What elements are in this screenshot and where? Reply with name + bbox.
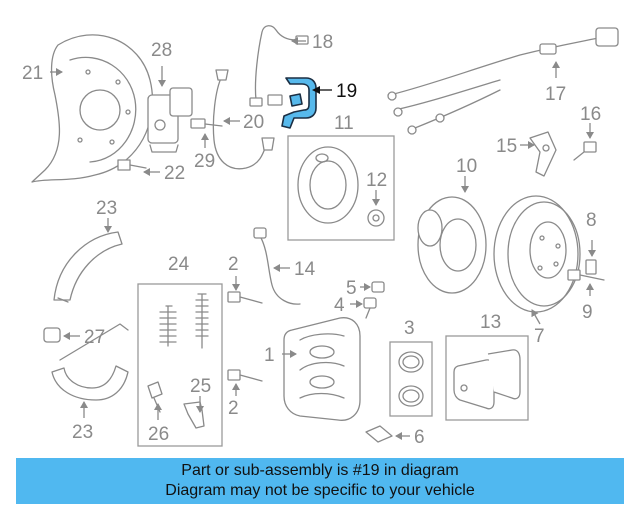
callout-25: 25	[190, 376, 211, 397]
banner-line-2: Diagram may not be specific to your vehi…	[165, 482, 475, 499]
brake-line-part	[249, 25, 309, 107]
callout-13: 13	[480, 312, 501, 333]
springs-part	[147, 293, 209, 429]
callout-28: 28	[151, 40, 172, 61]
speed-sensor-part	[529, 131, 557, 177]
bolt-16-part	[573, 141, 597, 161]
callout-8: 8	[586, 210, 597, 231]
nut-12-part	[367, 209, 385, 227]
callout-20: 20	[243, 112, 264, 133]
bracket-19-highlighted-part	[281, 77, 317, 129]
callout-16: 16	[580, 104, 601, 125]
callout-4: 4	[334, 295, 345, 316]
bleeder-screw-part	[363, 297, 377, 319]
brake-pads-part	[453, 349, 521, 410]
callout-1: 1	[264, 345, 275, 366]
stud-8-part	[585, 259, 597, 275]
callout-2a: 2	[228, 254, 239, 275]
callout-27: 27	[84, 327, 105, 348]
brake-shoe-upper-part	[53, 231, 123, 303]
brake-shoe-lower-part	[51, 323, 129, 401]
callout-15: 15	[496, 136, 517, 157]
callout-11: 11	[334, 113, 354, 134]
wheel-bearing-part	[297, 146, 359, 224]
callout-19: 19	[336, 81, 357, 102]
group-box-11	[287, 135, 395, 241]
callout-7: 7	[534, 326, 545, 347]
brake-hose-part	[212, 69, 275, 170]
bolt-9-part	[567, 269, 605, 281]
callout-5: 5	[346, 278, 357, 299]
banner-line-1: Part or sub-assembly is #19 in diagram	[181, 462, 459, 479]
brake-caliper-part	[283, 317, 361, 421]
wear-sensor-wiring-part	[387, 27, 619, 135]
callout-12: 12	[366, 170, 387, 191]
clip-6-part	[365, 425, 393, 443]
callout-9: 9	[582, 302, 593, 323]
bolt-29-part	[190, 118, 223, 129]
bolt-22-part	[117, 159, 147, 171]
callout-29: 29	[194, 151, 215, 172]
group-box-13	[445, 335, 529, 421]
bleeder-cap-part	[371, 281, 385, 293]
callout-23a: 23	[96, 198, 117, 219]
callout-23b: 23	[72, 422, 93, 443]
parking-brake-lever-part	[147, 87, 193, 153]
callout-24: 24	[168, 254, 190, 275]
group-box-24	[137, 283, 223, 447]
wear-sensor-part	[253, 227, 301, 305]
brake-rotor-part	[493, 195, 581, 313]
callout-2b: 2	[228, 398, 239, 419]
bolt-2b-part	[227, 369, 263, 382]
callout-21: 21	[22, 63, 43, 84]
callout-14: 14	[294, 259, 316, 280]
callout-17: 17	[545, 84, 566, 105]
group-box-3	[389, 341, 433, 417]
callout-18: 18	[312, 32, 333, 53]
callout-10: 10	[456, 156, 477, 177]
bolt-2a-part	[227, 291, 263, 304]
piston-seals-part	[398, 351, 424, 407]
adjuster-27-part	[43, 327, 61, 343]
callout-26: 26	[148, 424, 169, 445]
callout-22: 22	[164, 163, 185, 184]
callout-3: 3	[404, 318, 415, 339]
info-banner: Part or sub-assembly is #19 in diagram D…	[16, 458, 624, 504]
callout-6: 6	[414, 427, 425, 448]
wheel-hub-part	[417, 196, 487, 294]
dust-shield-part	[31, 34, 154, 183]
brake-parts-diagram: 21 28 22 29 20 18 19	[22, 25, 619, 448]
